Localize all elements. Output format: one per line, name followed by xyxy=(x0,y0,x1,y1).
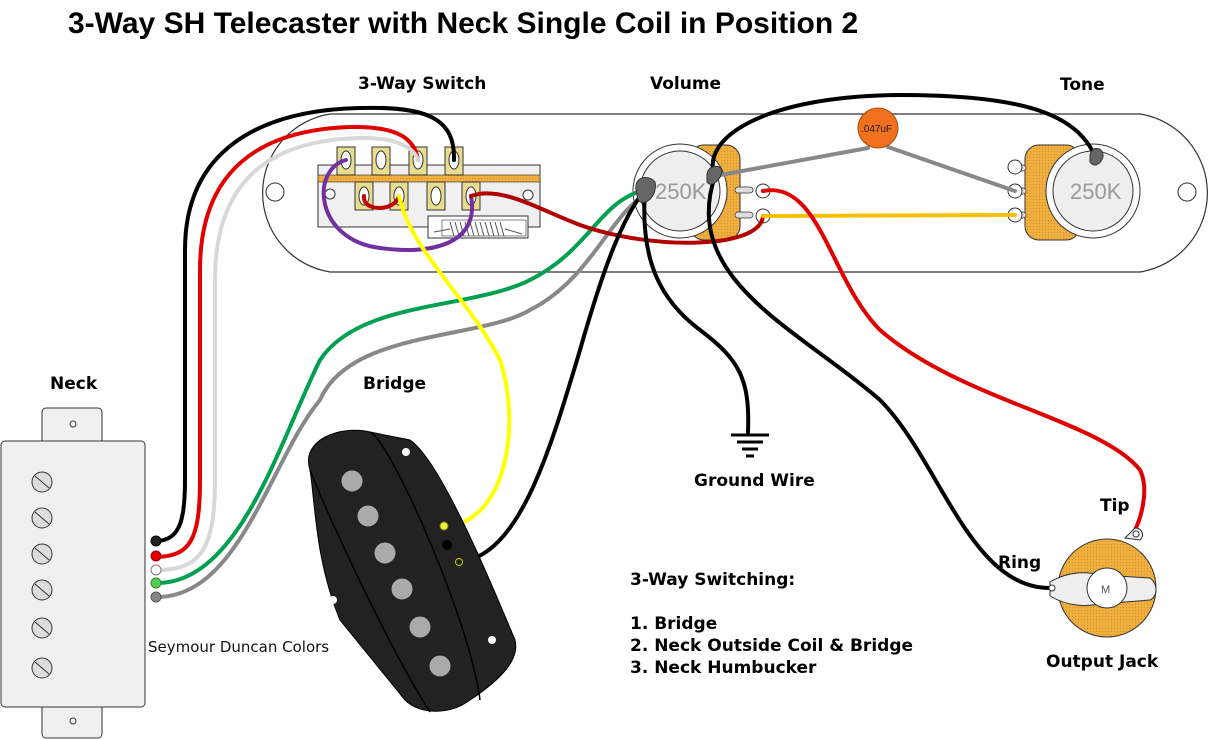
tone-label: Tone xyxy=(1060,75,1105,95)
bridge-label: Bridge xyxy=(363,374,426,394)
volume-to-jack-red-wire xyxy=(761,188,1147,532)
ring-label: Ring xyxy=(998,553,1041,573)
ground-wire-label: Ground Wire xyxy=(694,471,815,491)
seymour-duncan-colors-note: Seymour Duncan Colors xyxy=(148,638,329,656)
volume-to-tone-gray-wire xyxy=(713,145,1017,193)
ground-symbol xyxy=(731,433,769,458)
volume-pot-value: 250K xyxy=(655,179,707,204)
volume-solder-blob-left xyxy=(635,177,656,203)
neck-pole-screws xyxy=(31,471,53,679)
output-jack[interactable]: M xyxy=(1048,527,1157,638)
switch-purple-jumper xyxy=(321,158,475,252)
switching-heading: 3-Way Switching: xyxy=(630,570,795,590)
tone-solder-blob xyxy=(1089,148,1104,166)
switching-position-2: 2. Neck Outside Coil & Bridge xyxy=(630,636,913,656)
jack-marker: M xyxy=(1101,584,1110,596)
bridge-yellow-wire xyxy=(397,194,512,529)
output-jack-label: Output Jack xyxy=(1046,652,1159,672)
volume-label: Volume xyxy=(650,74,721,94)
capacitor-value: .047uF xyxy=(861,124,892,135)
volume-to-tone-yellow-wire xyxy=(761,213,1017,218)
bridge-black-wire xyxy=(458,188,647,564)
tone-pot-value: 250K xyxy=(1070,179,1122,204)
switch-red-jumper xyxy=(362,194,401,210)
neck-humbucker xyxy=(0,407,162,739)
tone-pot[interactable]: 250K xyxy=(1007,143,1141,241)
volume-ground-black-wire xyxy=(642,188,751,434)
neck-white-wire xyxy=(155,135,420,572)
plate-screw-hole-right xyxy=(1177,182,1197,202)
switching-position-1: 1. Bridge xyxy=(630,614,717,634)
switching-position-3: 3. Neck Humbucker xyxy=(630,658,817,678)
neck-red-wire xyxy=(155,124,420,559)
neck-label: Neck xyxy=(50,374,98,394)
three-way-switch xyxy=(317,146,541,239)
switch-spring xyxy=(427,215,529,239)
neck-black-wire xyxy=(155,105,457,543)
switch-to-volume-darkred-wire xyxy=(469,191,765,245)
tip-label: Tip xyxy=(1100,496,1130,516)
plate-screw-hole-left xyxy=(265,182,285,202)
diagram-title: 3-Way SH Telecaster with Neck Single Coi… xyxy=(68,7,858,40)
bridge-pickup xyxy=(307,429,517,713)
switch-label: 3-Way Switch xyxy=(358,74,486,94)
volume-pot[interactable]: 250K xyxy=(632,143,771,241)
tone-capacitor: .047uF xyxy=(857,107,899,149)
volume-solder-blob-right xyxy=(706,165,723,185)
tone-ground-black-wire xyxy=(710,92,1099,178)
volume-to-jack-black-wire xyxy=(706,174,1054,591)
neck-green-wire xyxy=(155,188,647,585)
wires xyxy=(155,92,1147,599)
neck-gray-wire xyxy=(155,193,647,599)
